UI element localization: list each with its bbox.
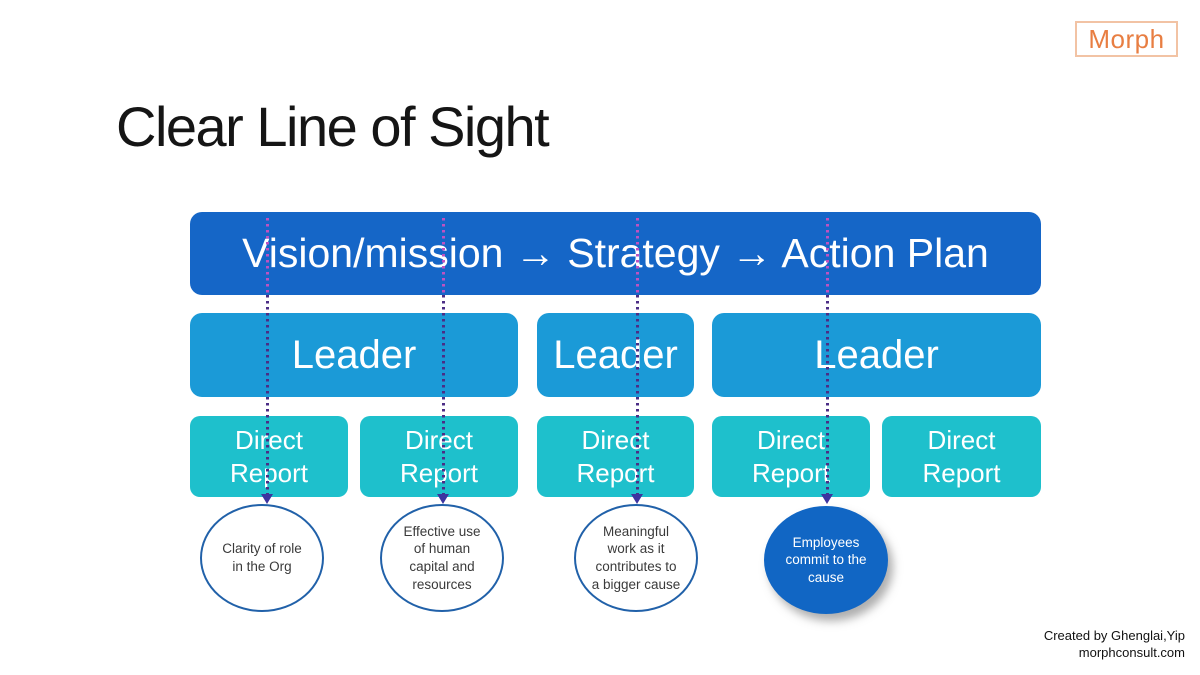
direct-report-label: Direct Report bbox=[399, 425, 479, 488]
credit-text: Created by Ghenglai,Yip morphconsult.com bbox=[1044, 627, 1185, 662]
direct-report-box-3: Direct Report bbox=[537, 416, 694, 497]
dotted-connector-arrow-2 bbox=[437, 218, 449, 510]
outcome-circle-employees-commit: Employees commit to the cause bbox=[764, 506, 888, 614]
outcome-circle-effective-use: Effective use of human capital and resou… bbox=[380, 504, 504, 612]
outcome-text: Clarity of role in the Org bbox=[222, 541, 302, 574]
credit-line-site: morphconsult.com bbox=[1078, 645, 1185, 661]
outcome-text: Effective use of human capital and resou… bbox=[403, 523, 481, 592]
arrowhead-down-icon bbox=[821, 494, 833, 504]
leader-label: Leader bbox=[814, 332, 939, 377]
direct-report-box-1: Direct Report bbox=[190, 416, 348, 497]
arrow-segment bbox=[265, 218, 269, 295]
morph-logo: Morph bbox=[1075, 21, 1178, 57]
outcome-text: Employees commit to the cause bbox=[785, 534, 867, 585]
arrow-segment bbox=[635, 218, 639, 295]
outcome-circle-meaningful-work: Meaningful work as it contributes to a b… bbox=[574, 504, 698, 612]
credit-line-author: Created by Ghenglai,Yip bbox=[1043, 627, 1185, 643]
morph-logo-text: Morph bbox=[1088, 23, 1165, 54]
arrow-segment bbox=[441, 295, 445, 494]
direct-report-box-5: Direct Report bbox=[882, 416, 1041, 497]
arrow-segment bbox=[825, 218, 829, 295]
leader-label: Leader bbox=[553, 332, 678, 377]
direct-report-label: Direct Report bbox=[751, 425, 831, 488]
dotted-connector-arrow-3 bbox=[631, 218, 643, 510]
arrow-segment bbox=[441, 218, 445, 295]
leader-box-1: Leader bbox=[190, 313, 518, 397]
direct-report-label: Direct Report bbox=[576, 425, 655, 488]
leader-box-2: Leader bbox=[537, 313, 694, 397]
arrowhead-down-icon bbox=[437, 494, 449, 504]
page-title: Clear Line of Sight bbox=[116, 95, 550, 158]
dotted-connector-arrow-4 bbox=[821, 218, 833, 510]
direct-report-label: Direct Report bbox=[229, 425, 309, 488]
outcome-text: Meaningful work as it contributes to a b… bbox=[591, 523, 681, 592]
leader-box-3: Leader bbox=[712, 313, 1041, 397]
vision-strategy-action-label: Vision/mission → Strategy → Action Plan bbox=[242, 230, 989, 276]
arrowhead-down-icon bbox=[631, 494, 643, 504]
arrow-segment bbox=[635, 295, 639, 494]
vision-strategy-action-bar: Vision/mission → Strategy → Action Plan bbox=[190, 212, 1041, 295]
arrowhead-down-icon bbox=[261, 494, 273, 504]
arrow-segment bbox=[825, 295, 829, 494]
leader-label: Leader bbox=[291, 332, 417, 377]
direct-report-box-4: Direct Report bbox=[712, 416, 870, 497]
arrow-segment bbox=[265, 295, 269, 494]
outcome-circle-clarity: Clarity of role in the Org bbox=[200, 504, 324, 612]
dotted-connector-arrow-1 bbox=[261, 218, 273, 510]
direct-report-box-2: Direct Report bbox=[360, 416, 518, 497]
direct-report-label: Direct Report bbox=[922, 425, 1001, 488]
